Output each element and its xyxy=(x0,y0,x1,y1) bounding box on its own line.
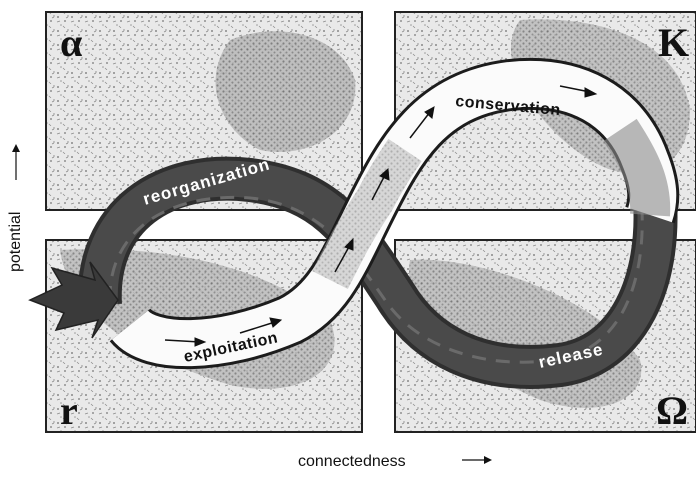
y-axis: potential xyxy=(7,144,24,272)
escape-arrow xyxy=(28,261,119,339)
flow-arrows xyxy=(164,85,598,347)
corner-label-k: K xyxy=(658,20,689,65)
front-loop-band xyxy=(109,58,680,370)
corner-label-r: r xyxy=(60,388,78,433)
corner-label-omega: Ω xyxy=(656,388,688,433)
corner-label-alpha: α xyxy=(60,20,82,65)
y-axis-label: potential xyxy=(7,212,24,273)
x-axis-label: connectedness xyxy=(298,453,406,470)
back-loop-band xyxy=(77,156,678,389)
x-axis: connectedness xyxy=(298,453,492,470)
